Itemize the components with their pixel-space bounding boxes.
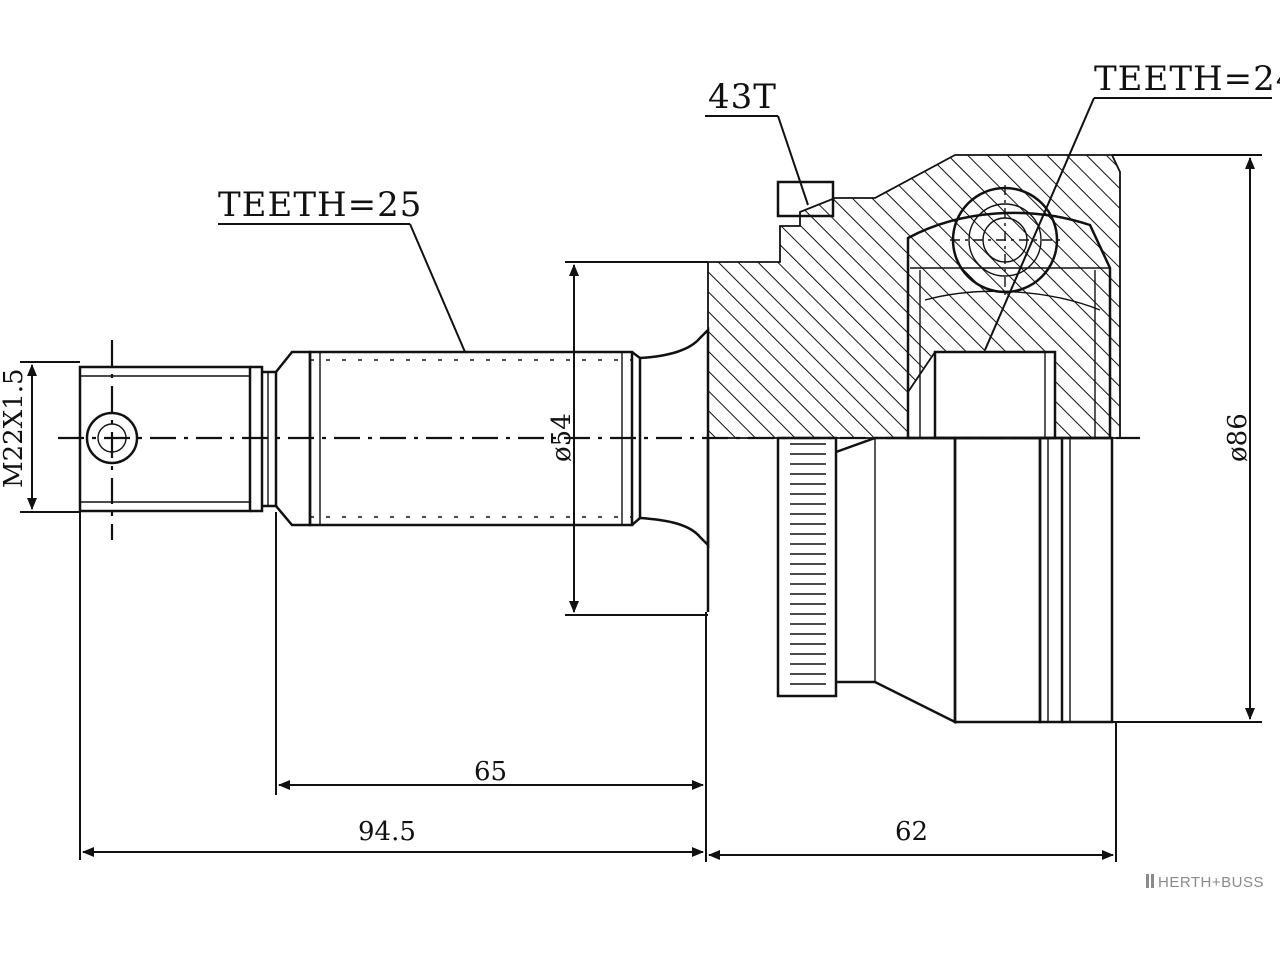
abs-tone-ring [776,436,838,698]
shaft-teeth-label: TEETH=25 [218,185,422,225]
outer-housing-section [707,154,1121,440]
threaded-stub [78,350,312,527]
outer-diameter-label: ø86 [1223,413,1253,462]
dim-thread [20,361,80,513]
abs-ring-section [776,180,835,218]
abs-ring-label: 43T [708,77,777,117]
shaft-length-label: 94.5 [358,817,416,847]
dim-spline-length [275,512,707,795]
brand-logo: HERTH+BUSS [1146,874,1264,891]
cotter-pin-hole [85,411,139,465]
leader-teeth-outer [984,97,1272,351]
leader-abs-ring [705,115,809,206]
leader-teeth-shaft [218,223,466,353]
shaft-diameter-label: ø54 [547,413,577,462]
dim-shaft-length [79,512,707,862]
cv-ball [950,185,1060,295]
dim-outer-diameter [1112,154,1262,723]
outer-housing-exterior [706,436,1114,725]
spline-length-label: 65 [474,757,507,787]
housing-length-label: 62 [895,817,928,847]
dim-shaft-diameter [565,261,708,616]
outer-teeth-label: TEETH=24 [1094,59,1280,99]
dim-housing-length [708,722,1117,862]
brand-name: HERTH+BUSS [1158,874,1264,891]
thread-size-label: M22X1.5 [0,368,29,488]
